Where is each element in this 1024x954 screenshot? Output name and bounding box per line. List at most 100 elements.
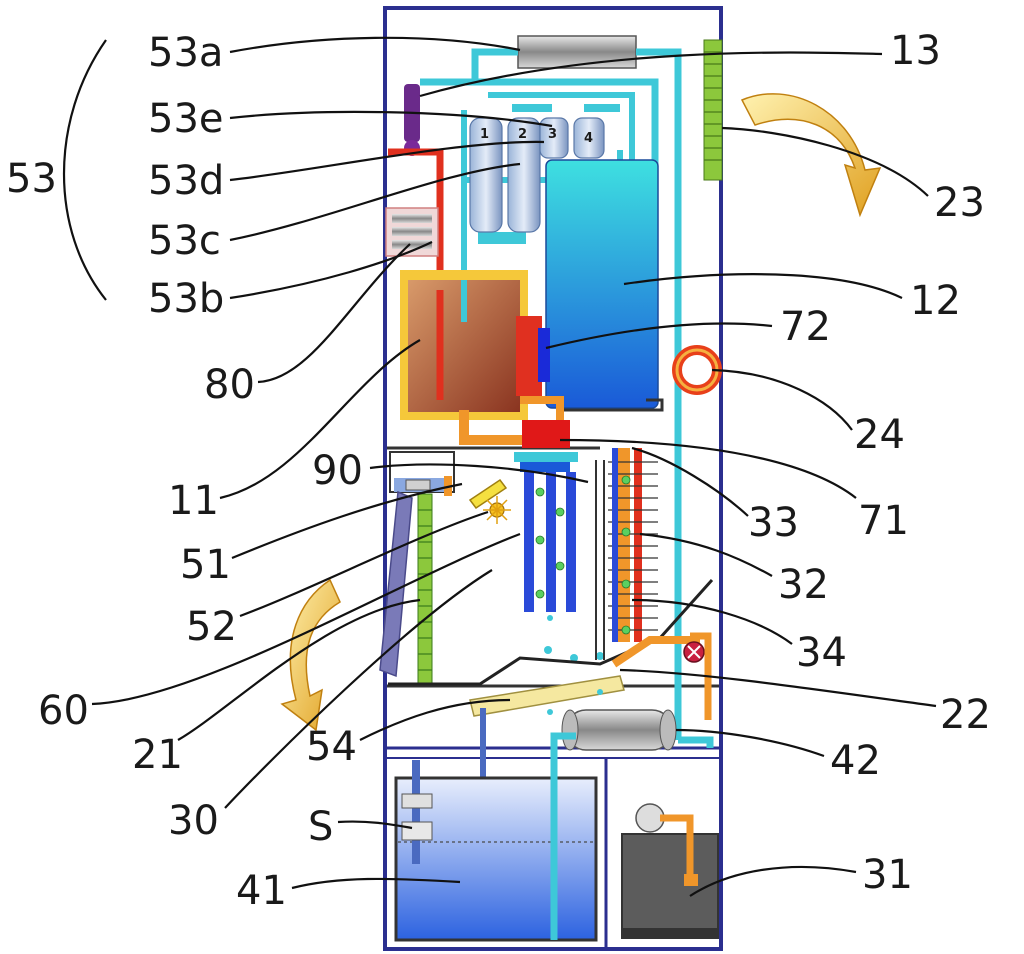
sensor-float-S-upper: [401, 793, 433, 809]
leader-90: [369, 463, 589, 484]
leader-21: [177, 598, 421, 741]
orange-pipe-left: [459, 410, 524, 445]
vent-strip-23-slats: [704, 51, 722, 161]
leader-54: [359, 698, 511, 741]
connector-71: [522, 420, 570, 448]
label-13: 13: [890, 28, 941, 74]
motor-31: [635, 803, 665, 833]
label-52: 52: [186, 604, 237, 650]
label-11: 11: [168, 478, 219, 524]
leader-42: [675, 728, 825, 758]
pump-42-cap-right: [659, 709, 677, 751]
label-60: 60: [38, 688, 89, 734]
airflow-arrow-left: [280, 578, 341, 732]
label-30: 30: [168, 798, 219, 844]
tube-30-c: [566, 472, 576, 612]
connector-71-plate: [514, 452, 578, 462]
leader-22: [619, 668, 937, 708]
coil-34: [612, 448, 618, 642]
valve-red-right-x: [687, 645, 701, 659]
leader-33: [631, 446, 749, 517]
bubbles-30: [535, 487, 565, 599]
leader-53d: [229, 140, 545, 182]
filter-cap-2: [512, 104, 552, 112]
label-51: 51: [180, 542, 231, 588]
filter-num-2: 2: [518, 127, 527, 142]
leader-32: [639, 532, 773, 577]
pump-42: [565, 709, 673, 751]
leader-52: [239, 510, 489, 618]
filter-base: [478, 232, 526, 244]
label-24: 24: [854, 412, 905, 458]
airflow-arrow-top: [740, 93, 882, 218]
leader-34: [631, 598, 793, 645]
label-90: 90: [312, 448, 363, 494]
leader-24: [711, 368, 853, 431]
tray-54: [469, 675, 625, 717]
vent-strip-23: [703, 39, 723, 181]
orange-tray: [611, 636, 700, 668]
leader-60: [91, 532, 521, 706]
leader-51: [231, 482, 463, 560]
drip-tray-22: [388, 578, 714, 686]
label-42: 42: [830, 738, 881, 784]
leader-53c: [229, 162, 521, 242]
pipe-right-main: [636, 48, 682, 740]
label-23: 23: [934, 180, 985, 226]
label-71: 71: [858, 498, 909, 544]
label-33: 33: [748, 500, 799, 546]
leader-23: [721, 126, 929, 197]
drops-tray: [547, 689, 603, 715]
label-12: 12: [910, 278, 961, 324]
filter-num-1: 1: [480, 127, 489, 142]
container-31: [621, 833, 719, 939]
orange-pipe-31-end: [684, 874, 698, 886]
leader-53a: [229, 36, 521, 54]
tube-30-b: [546, 472, 556, 612]
filter-cartridge-3: [539, 117, 569, 159]
leader-53e: [229, 110, 553, 128]
label-21: 21: [132, 732, 183, 778]
coil-32: [634, 448, 642, 642]
spark-52-rays: [483, 496, 511, 524]
bubbles-bottom: [544, 615, 604, 662]
coil-ring-3: [392, 240, 432, 249]
leader-31: [689, 865, 857, 897]
coil-ring-1: [392, 214, 432, 223]
leader-53b: [229, 241, 433, 300]
label-53e: 53e: [148, 96, 224, 142]
brace-53: [62, 39, 107, 301]
connector-72-red: [516, 316, 542, 396]
filter-cartridge-4: [573, 117, 605, 159]
label-31: 31: [862, 852, 913, 898]
label-S: S: [308, 804, 333, 850]
connector-71-plate-2: [520, 462, 570, 472]
label-53c: 53c: [148, 218, 221, 264]
label-53: 53: [6, 156, 57, 202]
filter-num-3: 3: [548, 127, 557, 142]
pump-42-cap-left: [561, 709, 579, 751]
leader-41: [291, 877, 461, 890]
orange-pipe-right: [690, 632, 712, 720]
coil-ring-2: [392, 227, 432, 236]
bubbles-coil: [621, 475, 631, 635]
leader-11: [219, 339, 421, 500]
label-53d: 53d: [148, 158, 224, 204]
container-31-base: [622, 928, 718, 938]
leader-S: [337, 820, 413, 830]
label-53b: 53b: [148, 276, 224, 322]
sensor-rod-S: [412, 760, 420, 864]
leader-72: [545, 322, 773, 350]
tube-30-a: [524, 472, 534, 612]
label-53a: 53a: [148, 30, 223, 76]
tank-bracket: [560, 398, 664, 412]
label-41: 41: [236, 868, 287, 914]
label-32: 32: [778, 562, 829, 608]
filter-num-4: 4: [584, 131, 593, 146]
orange-pipe-mid: [520, 396, 564, 420]
leader-13: [419, 51, 883, 98]
tank-12: [545, 159, 659, 409]
leader-80: [257, 243, 411, 384]
